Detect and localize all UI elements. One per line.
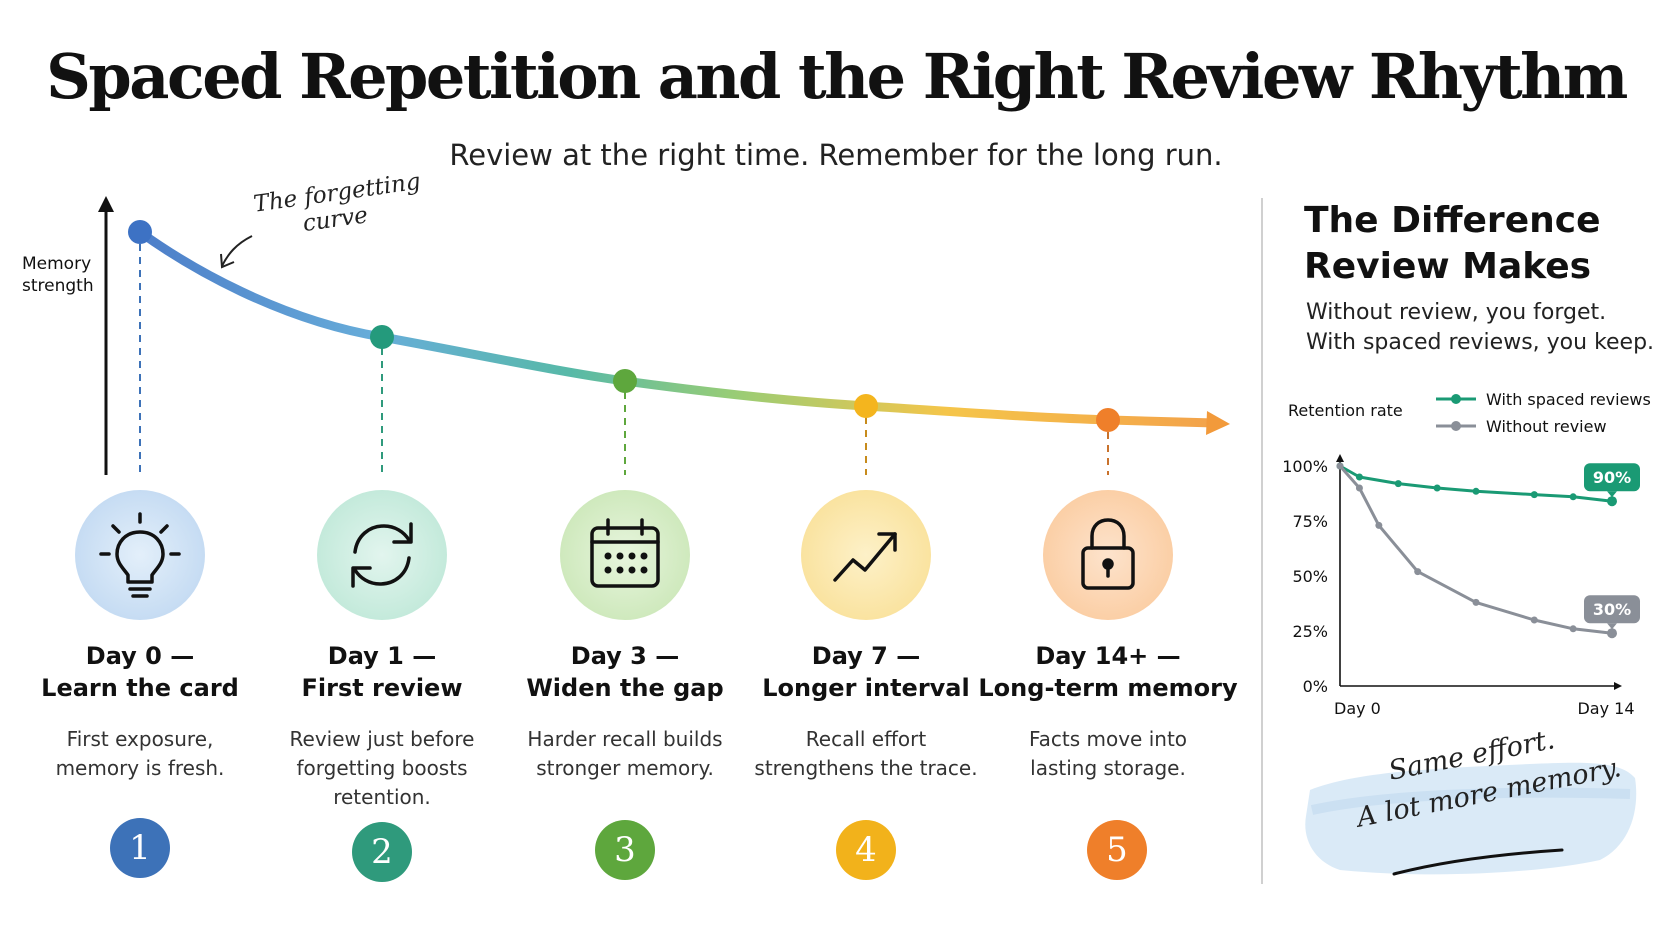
stage-1-title: Day 0 —Learn the card (41, 642, 239, 702)
lightbulb-icon (99, 512, 181, 598)
legend-label: With spaced reviews (1486, 390, 1651, 409)
refresh-icon (351, 522, 413, 588)
stage-3-title: Day 3 —Widen the gap (526, 642, 724, 702)
stage-3-number-badge: 3 (595, 820, 655, 880)
curve-dot-day-0 (128, 220, 152, 244)
series-point (1607, 496, 1617, 507)
stage-2-number-badge: 2 (352, 822, 412, 882)
end-label-badge (1584, 463, 1640, 492)
series-point (1355, 473, 1363, 481)
calendar-icon (590, 518, 660, 588)
series-point (1414, 568, 1422, 576)
lock-icon (1081, 518, 1135, 590)
curve-arrowhead (1206, 411, 1230, 435)
x-axis-arrowhead (1614, 682, 1622, 690)
annotation-arrowhead (220, 253, 235, 269)
chart-axes: 100% 75% 50% 25% 0% Day 0 Day 14 (1282, 454, 1635, 718)
page-title: Spaced Repetition and the Right Review R… (46, 40, 1628, 113)
stage-3-icon-circle (560, 490, 690, 620)
curve-dot-day-14 (1096, 408, 1120, 432)
y-tick-label: 25% (1292, 622, 1328, 641)
curve-dot-day-1 (370, 325, 394, 349)
series-point (1530, 616, 1538, 624)
series-point (1530, 491, 1538, 499)
stage-1-description: First exposure,memory is fresh. (55, 727, 225, 780)
annotation-arrow (221, 235, 253, 267)
series-point (1472, 487, 1480, 495)
curve-dot-day-7 (854, 394, 878, 418)
stage-5-number-badge: 5 (1087, 820, 1147, 880)
legend-swatch-dot (1451, 394, 1461, 404)
memory-strength-label: Memory strength (22, 254, 94, 296)
stage-4-title: Day 7 —Longer interval (762, 642, 970, 702)
note-underline (1392, 848, 1564, 876)
y-axis-arrowhead (1336, 454, 1344, 462)
stage-2-title: Day 1 —First review (301, 642, 463, 702)
y-tick-label: 50% (1292, 567, 1328, 586)
y-tick-label: 75% (1292, 512, 1328, 531)
series-point (1569, 625, 1577, 633)
series-point (1569, 493, 1577, 501)
series-line-2 (1338, 464, 1614, 635)
x-tick-label: Day 0 (1334, 699, 1381, 718)
note-brush-background (1305, 762, 1637, 875)
panel-divider (1261, 198, 1263, 884)
chart-series: 90% 30% (1336, 462, 1640, 639)
memory-axis-arrowhead (98, 196, 114, 212)
x-tick-label: Day 14 (1577, 699, 1634, 718)
series-point (1355, 484, 1363, 492)
stage-1-number-badge: 1 (110, 818, 170, 878)
stage-4-number-badge: 4 (836, 820, 896, 880)
end-label-badge (1584, 595, 1640, 624)
series-point (1394, 480, 1402, 488)
series-point (1336, 462, 1344, 470)
stage-2-icon-circle (317, 490, 447, 620)
end-label: 90% (1593, 468, 1631, 487)
curve-dot-day-3 (613, 369, 637, 393)
legend-label: Without review (1486, 417, 1607, 436)
page-subtitle: Review at the right time. Remember for t… (449, 138, 1223, 172)
y-tick-label: 100% (1282, 457, 1328, 476)
stage-4-icon-circle (801, 490, 931, 620)
end-label: 30% (1593, 600, 1631, 619)
legend-swatch-dot (1451, 421, 1461, 431)
stage-5-title: Day 14+ —Long-term memory (978, 642, 1238, 702)
end-label-pointer (1607, 491, 1617, 498)
series-point (1607, 628, 1617, 639)
chart-y-label: Retention rate (1288, 401, 1403, 420)
trend-up-icon (833, 532, 897, 582)
stage-1-icon-circle (75, 490, 205, 620)
panel-subtitle: Without review, you forget.With spaced r… (1306, 300, 1655, 355)
series-point (1472, 598, 1480, 606)
stage-5-icon-circle (1043, 490, 1173, 620)
end-label-pointer (1607, 623, 1617, 630)
y-tick-label: 0% (1303, 677, 1328, 696)
series-point (1375, 521, 1383, 529)
series-point (1433, 484, 1441, 492)
